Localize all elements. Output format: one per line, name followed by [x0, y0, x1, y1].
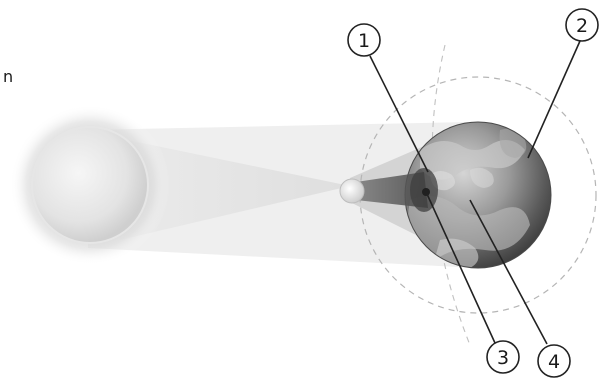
leader-2: [528, 41, 580, 158]
umbra-spot: [422, 188, 430, 196]
callout-1: 1: [348, 24, 380, 56]
callout-4: 4: [538, 345, 570, 377]
callout-2: 2: [566, 9, 598, 41]
callout-1-label: 1: [358, 30, 370, 52]
moon: [340, 179, 364, 203]
callout-3: 3: [487, 341, 519, 373]
callout-2-label: 2: [576, 15, 588, 37]
sun: [32, 127, 148, 243]
side-text: n: [3, 67, 13, 86]
callout-4-label: 4: [548, 351, 560, 373]
callout-3-label: 3: [497, 347, 509, 369]
